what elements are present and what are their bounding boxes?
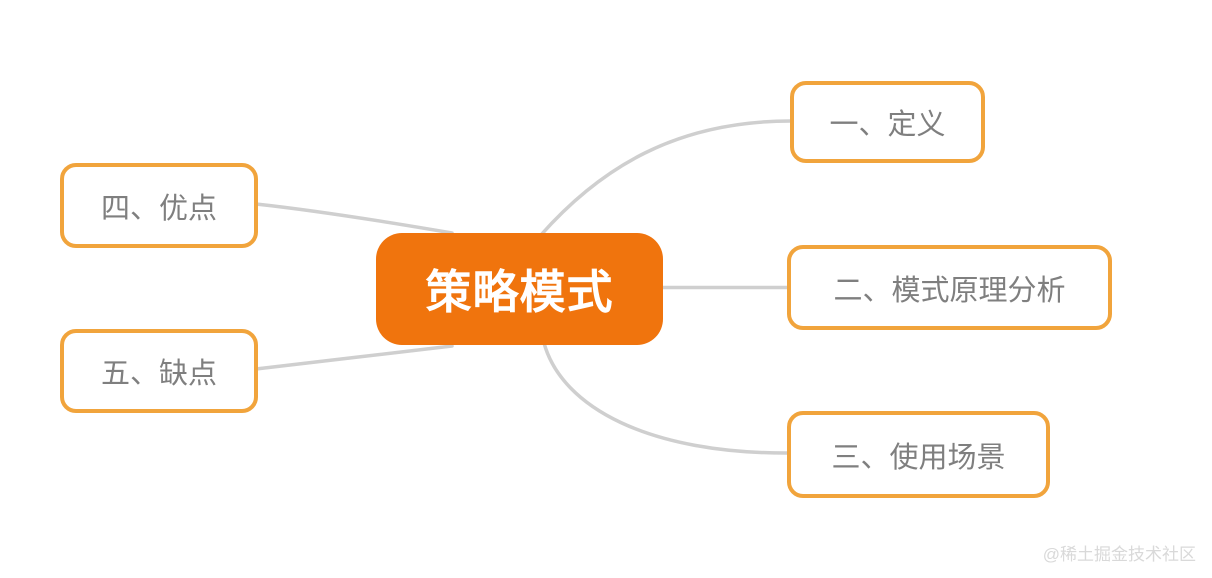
connector-root-to-advantages	[254, 202, 454, 235]
connector-root-to-use-cases	[542, 341, 792, 455]
node-strategy-pattern[interactable]: 策略模式	[376, 233, 663, 345]
node-principle-analysis[interactable]: 二、模式原理分析	[787, 245, 1112, 330]
node-advantages[interactable]: 四、优点	[60, 163, 258, 248]
node-definition[interactable]: 一、定义	[790, 81, 985, 163]
node-use-cases[interactable]: 三、使用场景	[787, 411, 1050, 498]
connector-root-to-definition	[538, 119, 793, 238]
connector-root-to-disadvantages	[254, 344, 454, 371]
node-disadvantages[interactable]: 五、缺点	[60, 329, 258, 413]
watermark: @稀土掘金技术社区	[1042, 545, 1196, 564]
